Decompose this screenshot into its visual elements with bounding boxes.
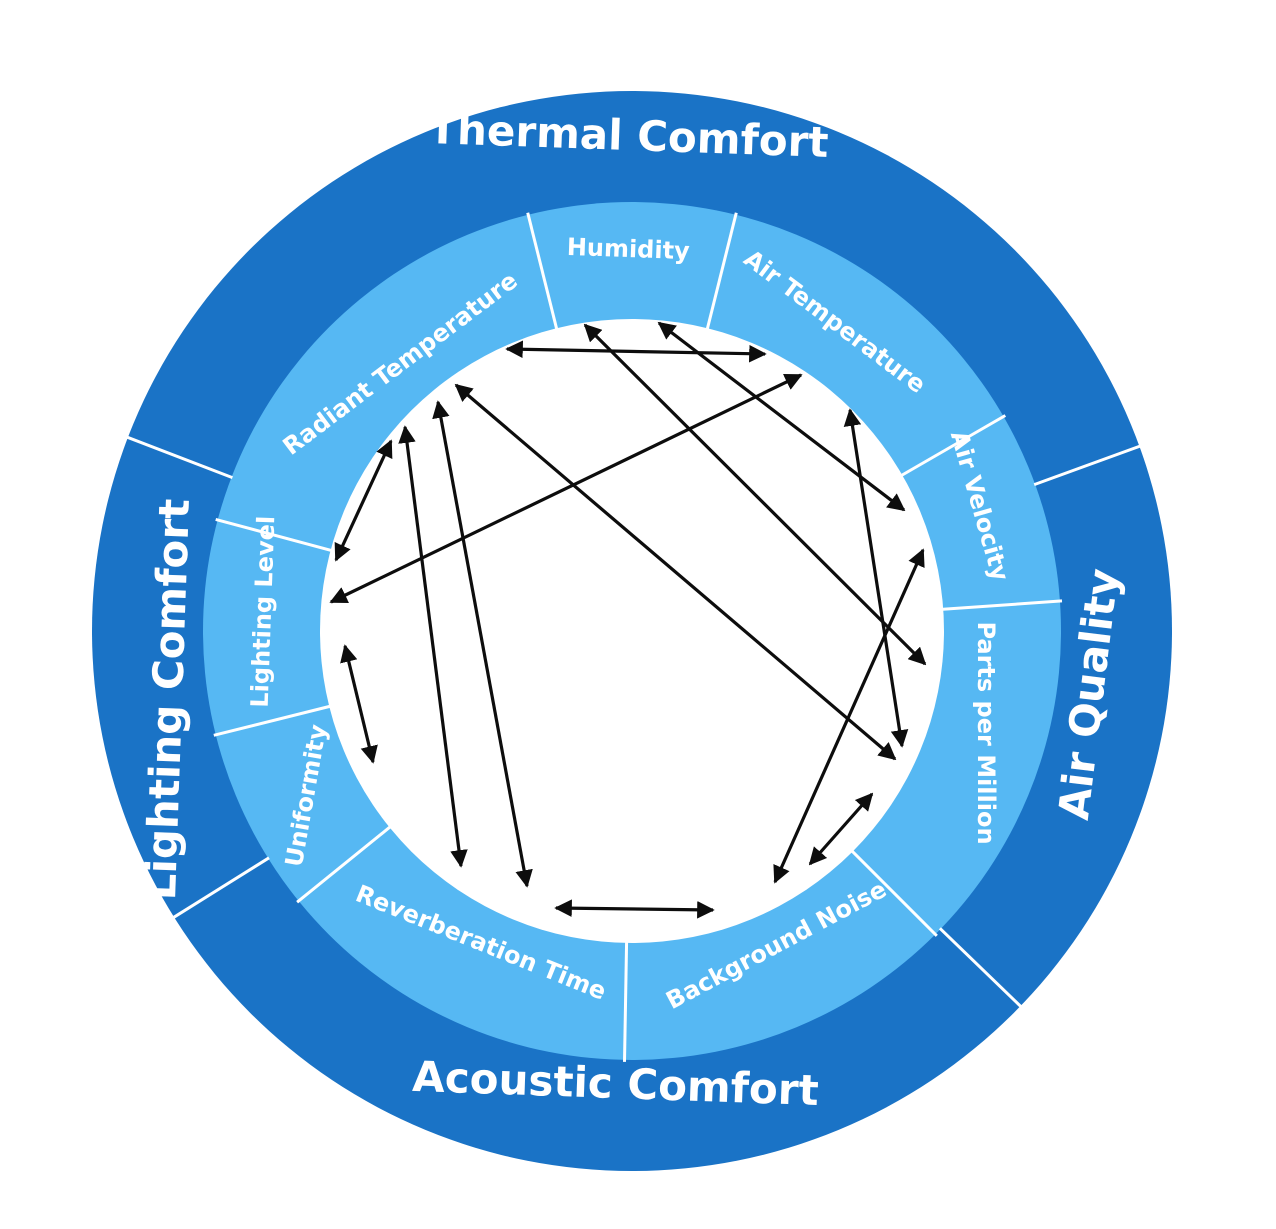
arrow-radiant-temperature-to-lighting-level (334, 439, 393, 562)
factor-label-parts-per-million: Parts per Million (972, 621, 1000, 844)
inner-divider (296, 824, 393, 904)
inner-divider (213, 704, 332, 737)
arrow-lighting-level-to-uniformity (340, 644, 378, 764)
factor-label-lighting-level: Lighting Level (246, 515, 281, 708)
outer-divider (938, 927, 1026, 1011)
inner-divider (526, 212, 559, 331)
outer-divider (169, 856, 270, 922)
outer-divider (122, 434, 233, 480)
arrow-air-velocity-to-background-noise (773, 548, 925, 884)
factor-label-humidity: Humidity (566, 233, 690, 265)
arrow-reverberation-time-to-background-noise (554, 899, 715, 919)
interaction-arrows (329, 321, 927, 919)
inner-divider (623, 940, 629, 1062)
outer-ring-dividers (122, 434, 1145, 1011)
inner-divider (941, 599, 1063, 611)
outer-divider (1033, 443, 1145, 487)
inner-divider (215, 517, 333, 553)
arrow-parts-per-million-to-background-noise (808, 792, 874, 866)
arrow-radiant-temperature-to-reverberation-time (432, 400, 533, 888)
inner-divider (705, 212, 738, 331)
